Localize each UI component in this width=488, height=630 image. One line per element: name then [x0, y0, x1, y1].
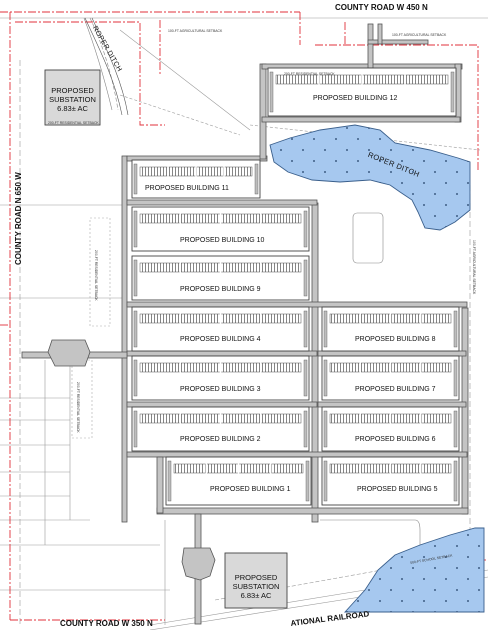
building-6-aisle	[323, 410, 328, 448]
building-4	[131, 306, 310, 352]
building-12-aisle	[450, 71, 455, 113]
building-7-aisle	[323, 359, 328, 397]
road-label-north: COUNTY ROAD W 450 N	[335, 3, 428, 12]
building-10-aisle	[133, 210, 138, 248]
building-4-label: PROPOSED BUILDING 4	[180, 336, 261, 343]
building-11	[131, 159, 261, 199]
building-2-aisle	[133, 410, 138, 448]
building-7	[321, 355, 460, 401]
building-9-aisle	[303, 259, 308, 297]
building-10-aisle	[303, 210, 308, 248]
roper-ditch-pond	[269, 124, 471, 231]
ditch-channel	[84, 17, 129, 116]
building-1-aisle	[305, 460, 310, 502]
building-3	[131, 355, 310, 401]
substation-north-title: PROPOSED SUBSTATION	[49, 86, 96, 104]
setback-residential-west-2: 200-FT RESIDENTIAL SETBACK	[76, 382, 80, 433]
building-3-label: PROPOSED BUILDING 3	[180, 386, 261, 393]
building-12	[267, 67, 457, 117]
setback-residential-substation: 200-FT RESIDENTIAL SETBACK	[48, 121, 99, 125]
building-10	[131, 206, 310, 252]
road-label-west: COUNTY ROAD N 650 W	[14, 172, 23, 265]
building-3-aisle	[133, 359, 138, 397]
building-8	[321, 306, 460, 352]
building-1-label: PROPOSED BUILDING 1	[210, 486, 291, 493]
buildings-layer	[131, 67, 460, 506]
building-11-label: PROPOSED BUILDING 11	[145, 185, 229, 192]
substation-north	[44, 69, 101, 126]
setback-residential-west-1: 200-FT RESIDENTIAL SETBACK	[94, 250, 98, 301]
road-label-south: COUNTY ROAD W 350 N	[60, 619, 153, 628]
building-5-label: PROPOSED BUILDING 5	[357, 486, 438, 493]
substation-south-area: 6.83± AC	[240, 591, 272, 600]
building-10-label: PROPOSED BUILDING 10	[180, 237, 265, 244]
building-2	[131, 406, 310, 452]
southeast-pond	[343, 527, 485, 613]
building-9-label: PROPOSED BUILDING 9	[180, 286, 261, 293]
building-4-aisle	[303, 310, 308, 348]
property-boundary	[0, 11, 488, 621]
building-2-aisle	[303, 410, 308, 448]
building-1	[165, 456, 312, 506]
building-5-aisle	[453, 460, 458, 502]
access-roads	[21, 23, 469, 625]
building-7-label: PROPOSED BUILDING 7	[355, 386, 436, 393]
building-7-aisle	[453, 359, 458, 397]
building-8-label: PROPOSED BUILDING 8	[355, 336, 436, 343]
substation-south-title: PROPOSED SUBSTATION	[232, 573, 280, 591]
building-11-aisle	[133, 163, 138, 195]
building-1-aisle	[167, 460, 172, 502]
substation-north-label: PROPOSED SUBSTATION 6.83± AC	[45, 86, 100, 113]
building-3-aisle	[303, 359, 308, 397]
building-6-label: PROPOSED BUILDING 6	[355, 436, 436, 443]
building-11-aisle	[254, 163, 259, 195]
setback-agricultural-northeast: 100-FT AGRICULTURAL SETBACK	[392, 33, 447, 37]
building-6-aisle	[453, 410, 458, 448]
building-12-label: PROPOSED BUILDING 12	[313, 95, 398, 102]
building-11-footprint	[131, 159, 261, 199]
setback-residential-north: 200-FT RESIDENTIAL SETBACK	[284, 72, 335, 76]
building-4-aisle	[133, 310, 138, 348]
building-12-aisle	[269, 71, 274, 113]
substation-south	[224, 552, 288, 609]
building-9-aisle	[133, 259, 138, 297]
building-8-aisle	[323, 310, 328, 348]
building-5	[321, 456, 460, 506]
substation-south-label: PROPOSED SUBSTATION 6.83± AC	[225, 573, 287, 600]
substation-north-area: 6.83± AC	[57, 104, 88, 113]
building-6	[321, 406, 460, 452]
building-2-label: PROPOSED BUILDING 2	[180, 436, 261, 443]
building-8-aisle	[453, 310, 458, 348]
setback-agricultural-north: 100-FT AGRICULTURAL SETBACK	[168, 29, 223, 33]
building-5-aisle	[323, 460, 328, 502]
parcel-lines	[0, 17, 488, 630]
setback-agricultural-east: 100-FT AGRICULTURAL SETBACK	[472, 240, 476, 295]
building-9	[131, 255, 310, 301]
